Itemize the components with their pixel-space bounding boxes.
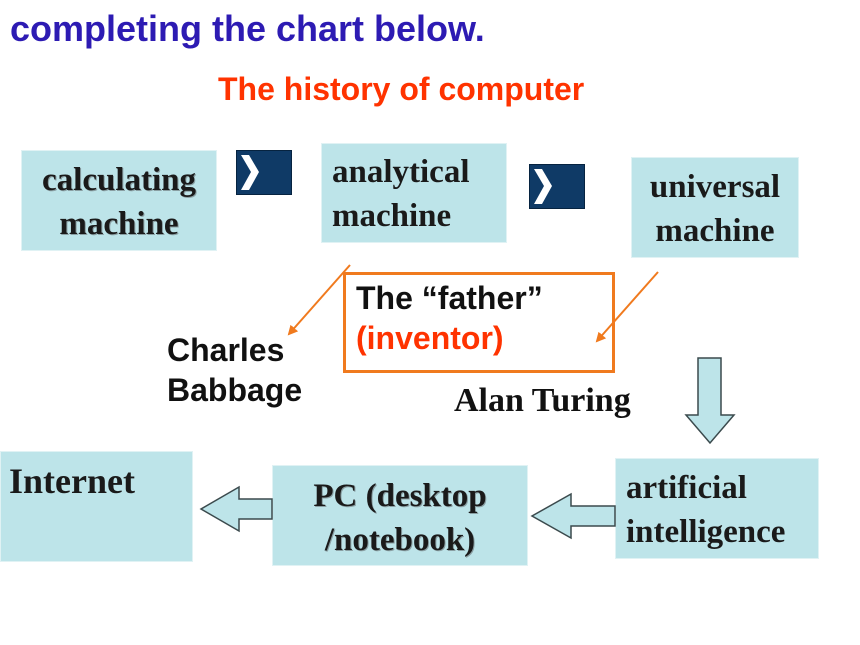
chevron-right-icon bbox=[529, 164, 585, 209]
callout-line-2: (inventor) bbox=[356, 320, 504, 356]
node-label-line-2: machine bbox=[332, 198, 452, 234]
node-label-line-1: analytical bbox=[332, 154, 470, 190]
person-name-line-2: Babbage bbox=[167, 372, 303, 408]
node-pc: PC (desktop /notebook) bbox=[272, 465, 528, 566]
pointer-line-turing bbox=[595, 271, 659, 343]
node-label-line-2: /notebook) bbox=[324, 522, 476, 558]
arrow-left-icon bbox=[199, 485, 273, 533]
diagram-title: The history of computer bbox=[218, 71, 585, 107]
arrow-down-icon bbox=[684, 357, 736, 445]
node-label-line-2: machine bbox=[655, 213, 775, 249]
node-internet: Internet bbox=[0, 451, 193, 562]
node-label-line-2: machine bbox=[59, 206, 179, 242]
node-label-line-1: calculating bbox=[42, 162, 196, 198]
arrow-left-icon bbox=[530, 492, 616, 540]
pointer-line-babbage bbox=[287, 264, 351, 336]
node-artificial-intelligence: artificial intelligence bbox=[615, 458, 819, 559]
node-analytical-machine: analytical machine bbox=[321, 143, 507, 243]
node-label-line-1: universal bbox=[649, 169, 781, 205]
node-label-line-1: PC (desktop bbox=[313, 478, 487, 514]
person-charles-babbage: Charles Babbage bbox=[167, 330, 302, 410]
heading: completing the chart below. bbox=[10, 8, 485, 49]
chevron-right-icon bbox=[236, 150, 292, 195]
node-label-line-1: artificial bbox=[626, 470, 747, 506]
person-alan-turing: Alan Turing bbox=[454, 382, 631, 419]
person-name-line-1: Charles bbox=[167, 332, 285, 368]
node-calculating-machine: calculating machine bbox=[21, 150, 217, 251]
node-universal-machine: universal machine bbox=[631, 157, 799, 258]
node-label-line-2: intelligence bbox=[626, 514, 786, 550]
callout-father-inventor: The “father” (inventor) bbox=[343, 272, 615, 373]
callout-line-1: The “father” bbox=[356, 280, 543, 316]
